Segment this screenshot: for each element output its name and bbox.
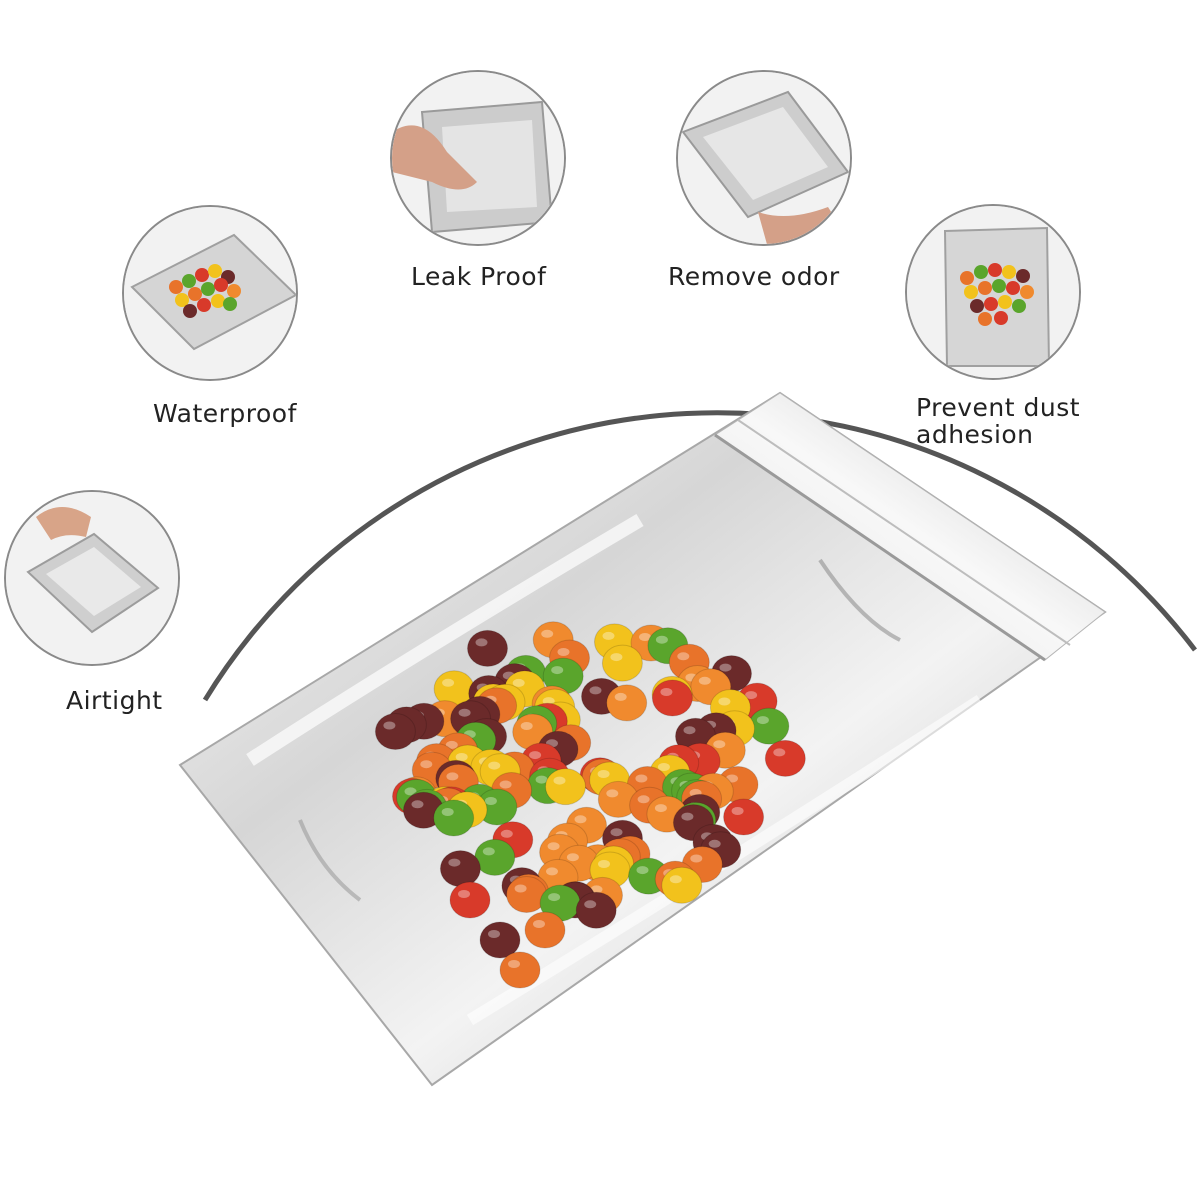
candy-piece — [748, 707, 790, 745]
candy-highlight — [383, 721, 396, 730]
candy-piece — [575, 891, 617, 929]
candy-highlight — [713, 740, 726, 749]
candy-highlight — [698, 676, 711, 685]
candy-highlight — [420, 760, 433, 769]
candy-highlight — [731, 807, 744, 815]
candy-highlight — [458, 708, 471, 717]
candy-highlight — [718, 697, 731, 706]
candy-highlight — [488, 930, 500, 938]
bag-with-candy-icon — [905, 204, 1081, 380]
candy-highlight — [635, 774, 648, 783]
candy-highlight — [551, 666, 564, 675]
candy-piece — [606, 684, 648, 722]
candy-highlight — [584, 900, 597, 909]
candy-highlight — [512, 678, 525, 687]
candy-highlight — [606, 789, 619, 798]
candy-piece — [433, 799, 475, 837]
silver-bag-icon — [676, 70, 852, 246]
bag-with-candy-icon — [122, 205, 298, 381]
candy-highlight — [488, 761, 501, 770]
feature-prevent-dust-label: Prevent dust adhesion — [916, 393, 1081, 449]
candy-piece — [467, 629, 508, 667]
candy-highlight — [773, 748, 786, 757]
hand-pressing-bag-icon — [390, 70, 566, 246]
candy-piece — [374, 713, 416, 750]
candy-highlight — [442, 678, 455, 687]
candy-piece — [479, 921, 521, 959]
candy-highlight — [514, 884, 527, 893]
candy-highlight — [639, 633, 651, 641]
candy-highlight — [681, 812, 694, 821]
candy-highlight — [484, 797, 497, 805]
candy-highlight — [610, 653, 623, 662]
candy-piece — [499, 951, 541, 989]
candy-highlight — [657, 763, 670, 771]
candy-highlight — [529, 751, 542, 760]
candy-highlight — [520, 722, 533, 730]
candy-highlight — [566, 853, 579, 862]
candy-highlight — [719, 663, 732, 672]
candy-highlight — [542, 697, 555, 706]
candy-highlight — [445, 740, 458, 749]
feature-waterproof-label: Waterproof — [153, 399, 297, 428]
candy-highlight — [590, 885, 603, 894]
candy-highlight — [541, 629, 554, 638]
candy-highlight — [458, 890, 470, 898]
candy-piece — [601, 644, 643, 682]
candy-highlight — [756, 716, 769, 725]
candy-highlight — [636, 866, 649, 875]
candy-highlight — [500, 829, 513, 838]
candy-highlight — [690, 854, 703, 863]
candy-highlight — [602, 631, 615, 640]
feature-remove-odor-label: Remove odor — [668, 262, 840, 291]
candy-highlight — [547, 842, 560, 851]
candy-highlight — [448, 858, 461, 867]
candy-piece — [449, 881, 491, 919]
candy-piece — [764, 739, 806, 777]
candy-highlight — [475, 638, 488, 647]
candy-highlight — [441, 808, 454, 816]
candy-piece — [545, 768, 586, 806]
candy-highlight — [533, 920, 545, 928]
candy-highlight — [654, 804, 667, 813]
candy-highlight — [655, 635, 668, 644]
hand-opening-bag-icon — [4, 490, 180, 666]
candy-highlight — [508, 960, 520, 968]
candy-highlight — [482, 847, 495, 856]
candy-piece — [651, 679, 693, 717]
candy-highlight — [660, 688, 673, 696]
candy-highlight — [589, 686, 602, 695]
candy-highlight — [557, 648, 570, 656]
candy-highlight — [446, 772, 459, 781]
candy-highlight — [745, 691, 758, 700]
candy-highlight — [574, 815, 587, 824]
candy-highlight — [597, 770, 610, 778]
candy-highlight — [669, 875, 682, 884]
candy-highlight — [637, 795, 650, 804]
candy-highlight — [404, 787, 417, 796]
candy-piece — [439, 850, 481, 888]
feature-airtight-label: Airtight — [66, 686, 163, 715]
candy-highlight — [499, 780, 512, 789]
candy-highlight — [553, 776, 566, 785]
candy-highlight — [610, 828, 623, 837]
candy-highlight — [455, 753, 468, 761]
candy-highlight — [411, 800, 424, 809]
candy-highlight — [546, 867, 558, 876]
candy-piece — [723, 798, 765, 836]
candy-highlight — [683, 726, 696, 735]
candy-highlight — [598, 860, 610, 868]
candy-highlight — [708, 839, 721, 848]
candy-highlight — [548, 893, 561, 902]
candy-piece — [524, 911, 566, 949]
candy-highlight — [677, 652, 690, 661]
candy-piece — [661, 866, 703, 904]
feature-leak-proof-label: Leak Proof — [411, 262, 547, 291]
candy-highlight — [614, 692, 627, 701]
candy-highlight — [535, 775, 548, 784]
